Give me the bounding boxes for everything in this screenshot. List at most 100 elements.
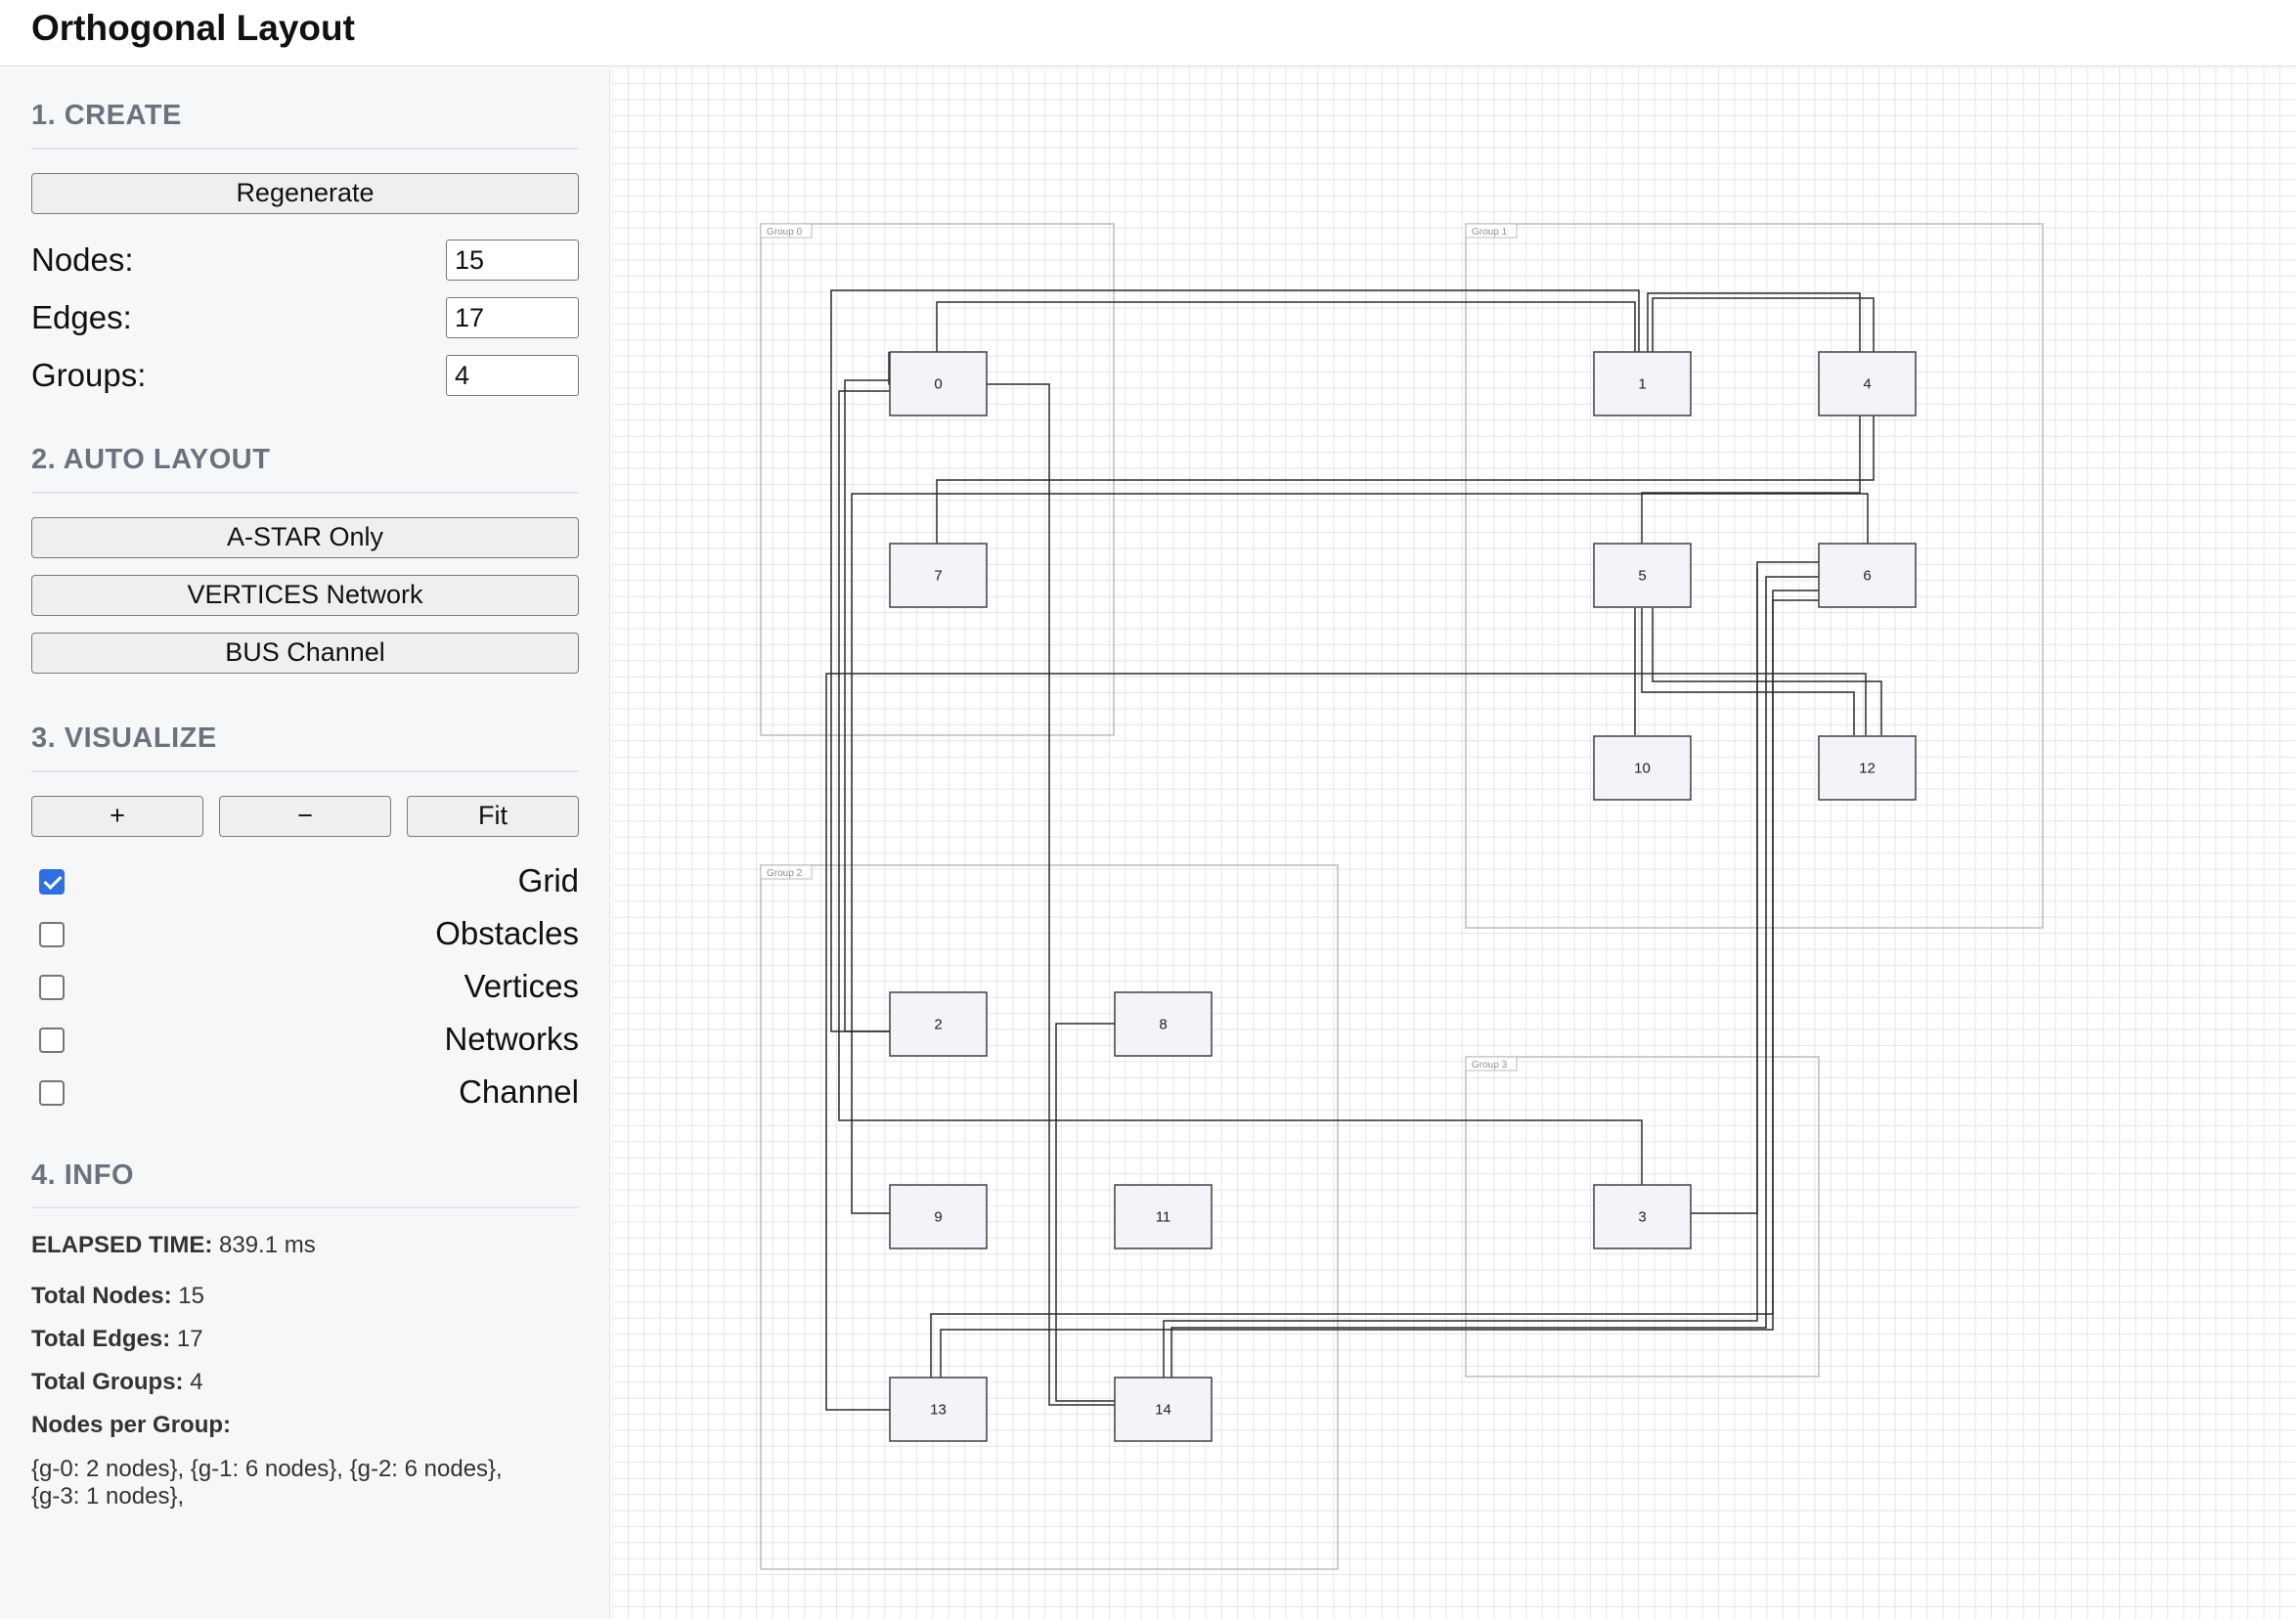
node-box: [1114, 1377, 1213, 1442]
edge-line: [940, 599, 1825, 1378]
total-groups-key: Total Groups:: [31, 1369, 184, 1395]
node-label: 12: [1859, 761, 1876, 777]
nodes-input[interactable]: [446, 240, 579, 281]
edges-input[interactable]: [446, 297, 579, 338]
nodes-per-group: Nodes per Group:: [31, 1412, 231, 1439]
node-box: [1593, 1184, 1692, 1249]
total-nodes-value: 15: [178, 1283, 204, 1309]
node-box: [1818, 543, 1917, 608]
obstacles-label: Obstacles: [435, 915, 579, 951]
vertices-label: Vertices: [464, 968, 579, 1004]
node-box: [889, 1184, 988, 1249]
node-box: [889, 1377, 988, 1442]
node-box: [1593, 543, 1692, 608]
total-groups-value: 4: [190, 1369, 203, 1395]
group-box: [1465, 223, 2044, 929]
node-box: [1818, 351, 1917, 416]
vertices-toggle[interactable]: Vertices: [0, 968, 610, 1007]
regenerate-button[interactable]: Regenerate: [31, 173, 579, 214]
edge-line: [825, 673, 1867, 1411]
nodes-label: Nodes:: [31, 241, 134, 278]
zoom-in-button[interactable]: +: [31, 796, 203, 837]
grid-toggle[interactable]: Grid: [0, 862, 610, 901]
networks-toggle[interactable]: Networks: [0, 1021, 610, 1060]
edge-line: [1055, 1023, 1115, 1402]
grid: [612, 67, 2296, 1619]
edge-line: [1691, 567, 1758, 1214]
elapsed-time-value: 839.1 ms: [219, 1232, 316, 1258]
fit-button[interactable]: Fit: [407, 796, 579, 837]
edge-line: [936, 416, 1875, 544]
total-edges: Total Edges: 17: [31, 1326, 203, 1353]
node-box: [1818, 735, 1917, 801]
group-box: [1465, 1056, 1820, 1378]
grid-label: Grid: [517, 862, 579, 898]
group-label: Group 0: [767, 227, 803, 238]
node-label: 13: [930, 1402, 947, 1419]
edge-line: [1641, 416, 1861, 544]
node-label: 9: [934, 1209, 942, 1226]
edge-line: [1652, 297, 1875, 352]
total-edges-key: Total Edges:: [31, 1326, 171, 1352]
section-title-visualize: 3. VISUALIZE: [31, 722, 217, 754]
zoom-out-button[interactable]: −: [219, 796, 391, 837]
page-title: Orthogonal Layout: [31, 8, 355, 48]
astar-only-button[interactable]: A-STAR Only: [31, 517, 579, 558]
edge-line: [1652, 608, 1882, 735]
bus-channel-button[interactable]: BUS Channel: [31, 633, 579, 674]
grid-checkbox[interactable]: [39, 869, 65, 895]
edge-line: [1647, 292, 1861, 352]
channel-toggle[interactable]: Channel: [0, 1073, 610, 1113]
edges-label: Edges:: [31, 299, 132, 335]
group-label: Group 1: [1472, 227, 1508, 238]
section-divider: [31, 770, 579, 772]
grid-lines: [612, 67, 2296, 1619]
edge-line: [1170, 576, 1819, 1378]
node-label: 10: [1634, 761, 1651, 777]
node-box: [1593, 735, 1692, 801]
groups-input[interactable]: [446, 355, 579, 396]
node-label: 2: [934, 1017, 942, 1033]
total-nodes: Total Nodes: 15: [31, 1283, 204, 1310]
groups-label: Groups:: [31, 357, 147, 393]
node-label: 5: [1638, 568, 1646, 585]
node-box: [1114, 1184, 1213, 1249]
total-nodes-key: Total Nodes:: [31, 1283, 172, 1309]
node-label: 4: [1863, 376, 1871, 393]
group-label-box: [1465, 223, 1518, 239]
networks-checkbox[interactable]: [39, 1028, 65, 1053]
obstacles-toggle[interactable]: Obstacles: [0, 915, 610, 954]
channel-label: Channel: [459, 1073, 579, 1110]
node-label: 0: [934, 376, 942, 393]
edge-line: [888, 301, 1636, 385]
vertices-network-button[interactable]: VERTICES Network: [31, 575, 579, 616]
total-edges-value: 17: [176, 1326, 203, 1352]
nodes-per-group-line: {g-0: 2 nodes}, {g-1: 6 nodes}, {g-2: 6 …: [31, 1456, 503, 1482]
section-title-auto-layout: 2. AUTO LAYOUT: [31, 444, 271, 475]
networks-label: Networks: [444, 1021, 579, 1057]
nodes-per-group-key: Nodes per Group:: [31, 1412, 232, 1438]
edge-line: [1163, 561, 1819, 1378]
app-header: Orthogonal Layout: [0, 0, 2296, 66]
node-box: [1114, 991, 1213, 1057]
section-divider: [31, 492, 579, 494]
control-sidebar: 1. CREATE Regenerate Nodes: Edges: Group…: [0, 67, 610, 1619]
obstacles-checkbox[interactable]: [39, 922, 65, 947]
channel-checkbox[interactable]: [39, 1080, 65, 1106]
group-label-box: [760, 223, 813, 239]
group-label-box: [760, 864, 813, 880]
total-groups: Total Groups: 4: [31, 1369, 203, 1396]
node-box: [889, 991, 988, 1057]
section-divider: [31, 1206, 579, 1208]
node-label: 1: [1638, 376, 1646, 393]
node-label: 7: [934, 568, 942, 585]
section-divider: [31, 148, 579, 150]
vertices-checkbox[interactable]: [39, 975, 65, 1000]
group-label: Group 3: [1472, 1060, 1508, 1071]
section-title-info: 4. INFO: [31, 1160, 135, 1191]
node-label: 8: [1159, 1017, 1167, 1033]
section-title-create: 1. CREATE: [31, 100, 182, 131]
elapsed-time-key: ELAPSED TIME:: [31, 1232, 213, 1258]
